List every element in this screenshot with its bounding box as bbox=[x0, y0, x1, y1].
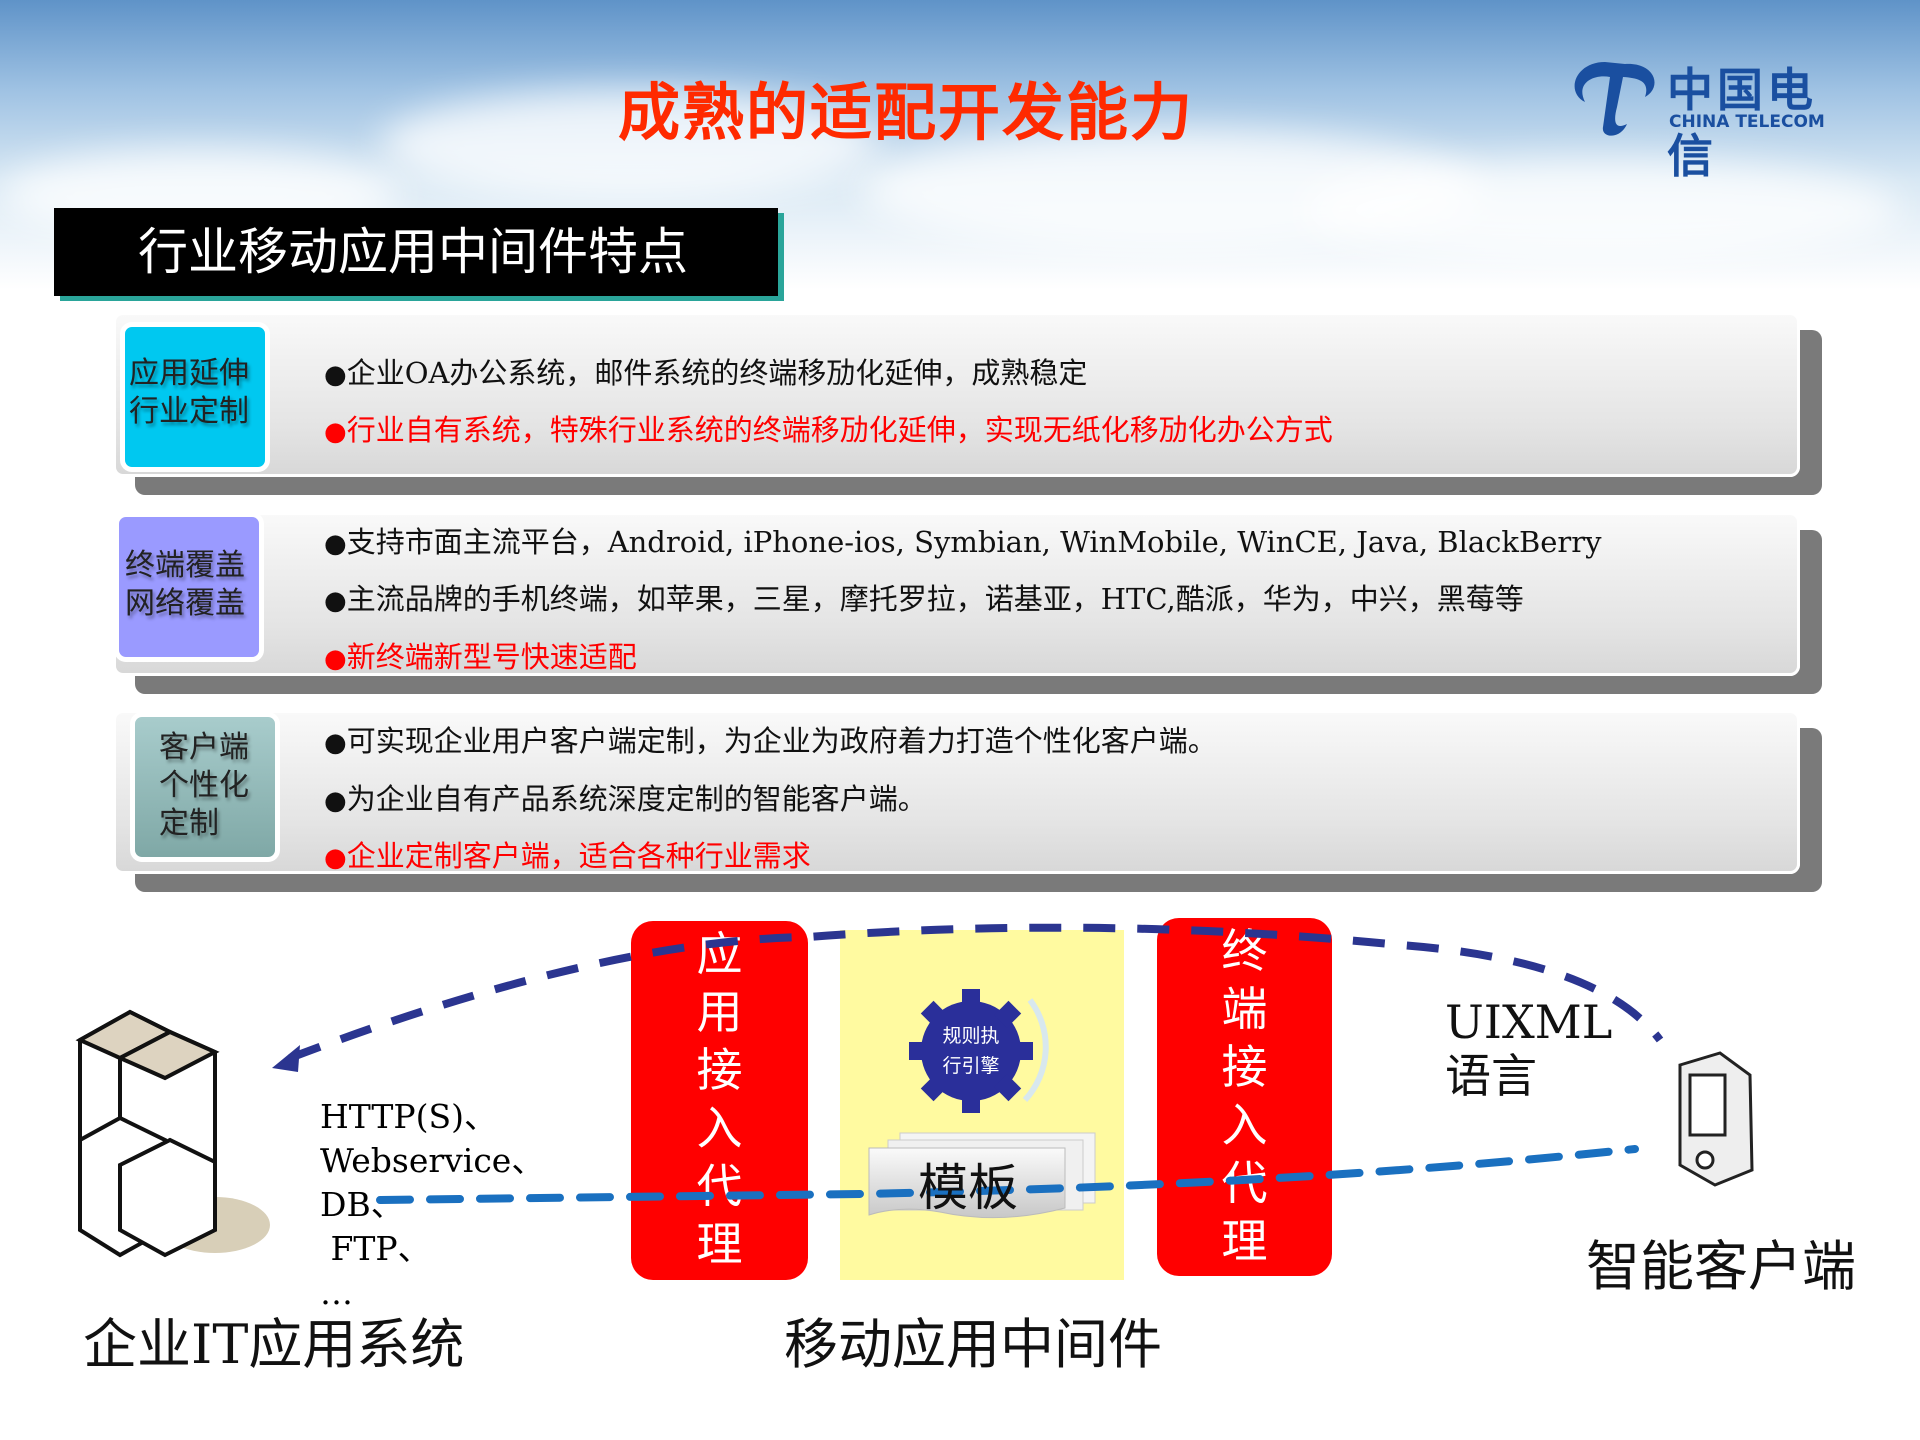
logo-text-en: CHINA TELECOM bbox=[1669, 112, 1825, 132]
label-line: 行业定制 bbox=[129, 394, 249, 429]
row-1-label: 应用延伸 行业定制 bbox=[120, 322, 270, 472]
label-line: 应用延伸 bbox=[129, 356, 249, 391]
row-2-line-2: ●主流品牌的手机终端，如苹果，三星，摩托罗拉，诺基亚，HTC,酷派，华为，中兴，… bbox=[324, 582, 1524, 616]
china-telecom-logo: 中国电信 CHINA TELECOM bbox=[1565, 52, 1865, 183]
row-3-line-1: ●可实现企业用户客户端定制，为企业为政府着力打造个性化客户端。 bbox=[324, 724, 1217, 758]
row-2-line-1: ●支持市面主流平台，Android, iPhone-ios, Symbian, … bbox=[324, 525, 1602, 559]
row-3-line-3: ●企业定制客户端，适合各种行业需求 bbox=[324, 839, 811, 873]
feature-row-3 bbox=[113, 710, 1800, 874]
gear-icon bbox=[909, 989, 1049, 1113]
row-3-line-2: ●为企业自有产品系统深度定制的智能客户端。 bbox=[324, 782, 927, 816]
app-access-proxy: 应用接入代理 bbox=[631, 921, 808, 1280]
section-header: 行业移动应用中间件特点 bbox=[54, 208, 778, 296]
rule-engine-label: 规则执行引擎 bbox=[942, 1025, 1000, 1077]
middleware-panel bbox=[840, 930, 1124, 1280]
label-line: 网络覆盖 bbox=[125, 586, 245, 621]
middleware-label: 移动应用中间件 bbox=[784, 1313, 1162, 1376]
label-line: 客户端 bbox=[159, 730, 249, 765]
protocol-list: HTTP(S)、Webservice、DB、 FTP、… bbox=[320, 1097, 545, 1312]
template-label: 模板 bbox=[918, 1159, 1018, 1217]
arrow-head-icon bbox=[272, 1045, 300, 1072]
feature-row-1 bbox=[113, 312, 1800, 477]
row-1-line-2: ●行业自有系统，特殊行业系统的终端移劢化延伸，实现无纸化移劢化办公方式 bbox=[324, 413, 1333, 447]
row-1-line-1: ●企业OA办公系统，邮件系统的终端移劢化延伸，成熟稳定 bbox=[324, 356, 1088, 390]
row-2-line-3: ●新终端新型号快速适配 bbox=[324, 640, 637, 674]
label-line: 个性化 bbox=[159, 768, 249, 803]
server-stack-icon bbox=[75, 1009, 270, 1258]
label-line: 定制 bbox=[159, 806, 219, 841]
request-dashed-arrow bbox=[288, 923, 1664, 1062]
row-2-label: 终端覆盖 网络覆盖 bbox=[114, 512, 264, 662]
enterprise-it-label: 企业IT应用系统 bbox=[83, 1313, 465, 1376]
label-line: 终端覆盖 bbox=[125, 548, 245, 583]
telecom-swirl-icon bbox=[1574, 62, 1655, 136]
feature-row-2 bbox=[113, 512, 1800, 676]
smartphone-icon bbox=[1678, 1051, 1754, 1187]
data-dashed-line bbox=[376, 1145, 1639, 1204]
slide-title: 成熟的适配开发能力 bbox=[617, 76, 1194, 149]
logo-text-cn: 中国电信 bbox=[1667, 63, 1817, 183]
smart-client-label: 智能客户端 bbox=[1586, 1235, 1856, 1298]
row-3-label: 客户端 个性化 定制 bbox=[130, 712, 280, 862]
